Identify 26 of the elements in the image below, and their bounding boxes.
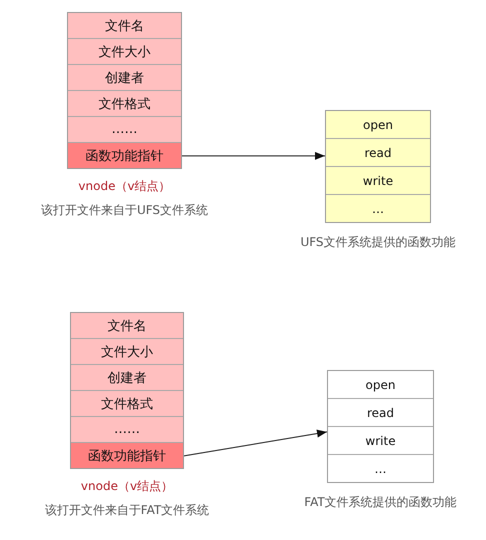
table-row: … <box>326 194 430 222</box>
arrow <box>184 430 328 456</box>
table-row: read <box>326 138 430 166</box>
table-row: 文件格式 <box>68 90 181 116</box>
table-row: 创建者 <box>68 64 181 90</box>
node-label: UFS文件系统提供的函数功能 <box>300 234 456 251</box>
table-row: … <box>328 454 433 482</box>
node-label: 该打开文件来自于UFS文件系统 <box>40 202 208 219</box>
table-row: 函数功能指针 <box>68 142 181 168</box>
node-label: FAT文件系统提供的函数功能 <box>304 494 457 511</box>
table-row: 文件名 <box>71 313 183 338</box>
table-row: 文件大小 <box>68 38 181 64</box>
arrow <box>182 152 326 160</box>
node-label: vnode（v结点） <box>80 478 174 495</box>
table-row: 文件格式 <box>71 390 183 416</box>
table-row: 创建者 <box>71 364 183 390</box>
table-row: write <box>326 166 430 194</box>
table-row: 文件名 <box>68 13 181 38</box>
table-row: open <box>326 111 430 138</box>
table-row: write <box>328 426 433 454</box>
node-label: 该打开文件来自于FAT文件系统 <box>44 502 210 519</box>
table-row: read <box>328 398 433 426</box>
table-row: 文件大小 <box>71 338 183 364</box>
table-row: 函数功能指针 <box>71 442 183 468</box>
node-label: vnode（v结点） <box>78 178 171 195</box>
table-row: open <box>328 371 433 398</box>
